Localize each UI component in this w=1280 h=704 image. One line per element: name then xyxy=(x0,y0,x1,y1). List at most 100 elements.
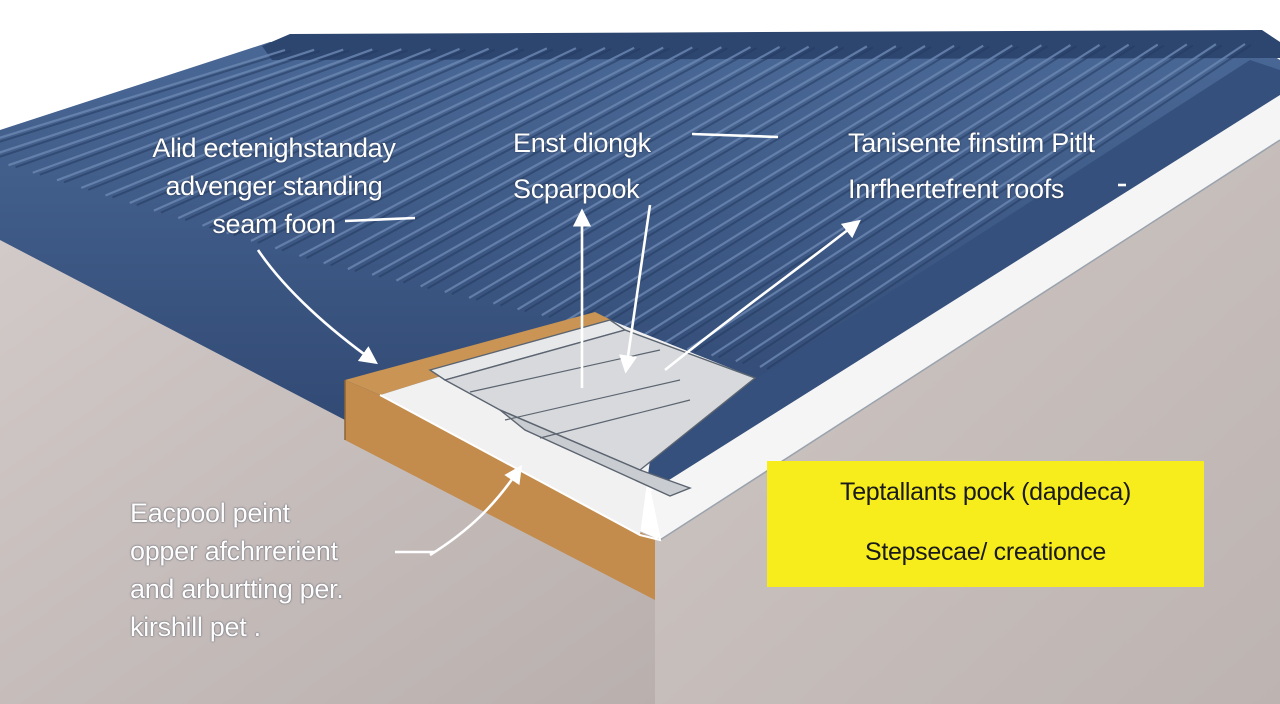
seam-rib xyxy=(250,46,635,242)
seam-rib xyxy=(420,45,839,288)
seam-rib xyxy=(0,48,315,154)
leader-arrows xyxy=(256,204,861,557)
seam-rib-shadow xyxy=(621,45,1077,336)
seam-rib-shadow xyxy=(257,47,641,244)
seam-rib-shadow xyxy=(184,48,554,222)
dash-center xyxy=(691,132,779,139)
flashing-lower xyxy=(499,409,692,497)
callout-line-1: Teptallants pock (dapdeca) xyxy=(840,478,1131,506)
arrow-bottom xyxy=(429,464,523,557)
wood-front xyxy=(345,380,655,600)
wood-top xyxy=(345,312,615,395)
annotation-top-center-line-1: Enst diongk xyxy=(513,128,651,158)
seam-rib xyxy=(226,47,606,235)
annotation-bottom-left-line-1: Eacpool peint xyxy=(130,498,290,528)
right-rake-edge xyxy=(650,95,1280,540)
seam-rib xyxy=(56,48,402,182)
seam-rib-shadow xyxy=(208,48,583,229)
annotation-top-center: Enst diongk Scparpook xyxy=(513,120,651,212)
seam-rib xyxy=(759,43,1246,368)
seam-rib xyxy=(735,43,1217,363)
seam-rib-shadow xyxy=(596,45,1048,330)
annotation-bottom-left-line-2: opper afchrrerient xyxy=(130,536,338,566)
seam-rib-shadow xyxy=(742,44,1223,365)
flashing-plate xyxy=(443,329,757,471)
seam-rib-shadow xyxy=(717,44,1194,359)
seam-rib xyxy=(153,47,519,212)
seam-rib xyxy=(468,45,897,299)
dash-seam xyxy=(344,216,416,223)
seam-rib xyxy=(80,48,431,189)
seam-rib-shadow xyxy=(693,44,1165,353)
seam-rib-shadow xyxy=(572,45,1019,324)
seam-rib-shadow xyxy=(354,47,757,272)
seam-rib-shadow xyxy=(15,49,350,169)
arrow-center-down xyxy=(619,204,652,374)
seam-rib xyxy=(0,48,286,139)
seam-rib xyxy=(274,46,664,250)
annotation-bottom-left: Eacpool peint opper afchrrerient and arb… xyxy=(130,494,344,646)
left-wall xyxy=(0,235,660,704)
seam-rib-shadow xyxy=(451,46,874,296)
annotation-top-left: Alid ectenighstanday advenger standing s… xyxy=(134,129,414,243)
seam-rib xyxy=(638,43,1101,340)
annotation-bottom-left-line-3: and arburtting per. xyxy=(130,574,344,604)
annotation-top-left-line-3: seam foon xyxy=(212,209,336,239)
seam-rib xyxy=(613,44,1072,334)
arrow-seam xyxy=(256,249,378,365)
right-rake-flashing xyxy=(630,60,1280,492)
standing-seam-shadows xyxy=(0,44,1252,370)
seam-rib xyxy=(129,47,490,205)
seam-rib-shadow xyxy=(669,44,1136,347)
seam-rib xyxy=(444,45,868,294)
callout-box: Teptallants pock (dapdeca) Stepsecae/ cr… xyxy=(767,461,1204,587)
seam-rib-shadow xyxy=(548,45,990,319)
seam-rib-shadow xyxy=(378,47,787,278)
seam-rib-shadow xyxy=(766,44,1252,370)
annotation-top-center-line-2: Scparpook xyxy=(513,174,640,204)
seam-rib xyxy=(589,44,1042,328)
annotation-top-left-line-2: advenger standing xyxy=(165,171,383,201)
standing-seam-ribs xyxy=(0,43,1246,368)
seam-rib-shadow xyxy=(0,50,292,143)
seam-rib xyxy=(347,46,751,271)
seam-rib-shadow xyxy=(305,47,699,259)
seam-rib xyxy=(492,45,926,305)
seam-rib xyxy=(201,47,577,227)
seam-rib xyxy=(517,44,955,311)
seam-rib-shadow xyxy=(330,47,728,267)
seam-rib xyxy=(710,43,1188,357)
seam-rib-shadow xyxy=(524,45,961,313)
annotation-top-right-line-2: Inrfhertefrent roofs xyxy=(848,174,1065,204)
seam-rib-shadow xyxy=(39,49,379,176)
seam-rib xyxy=(371,45,781,276)
seam-rib xyxy=(323,46,722,265)
seam-rib-shadow xyxy=(402,46,816,284)
seam-rib xyxy=(541,44,984,317)
seam-rib xyxy=(8,48,344,167)
seam-rib xyxy=(177,47,548,220)
seam-rib xyxy=(395,45,810,282)
seam-rib-shadow xyxy=(160,48,525,214)
seam-rib-shadow xyxy=(233,48,612,237)
annotation-bottom-left-line-4: kirshill pet . xyxy=(130,612,261,642)
seam-rib-shadow xyxy=(63,49,408,184)
seam-rib-shadow xyxy=(0,49,321,158)
seam-rib-shadow xyxy=(112,48,466,199)
seam-rib-shadow xyxy=(281,47,670,252)
seam-rib xyxy=(686,43,1159,351)
seam-rib-shadow xyxy=(499,46,932,307)
seam-rib xyxy=(662,43,1130,345)
seam-rib-shadow xyxy=(475,46,903,301)
seam-rib-shadow xyxy=(645,45,1107,342)
seam-rib-shadow xyxy=(87,49,437,191)
seam-rib-shadow xyxy=(427,46,845,290)
annotation-top-right-line-1: Tanisente finstim Pitlt xyxy=(848,128,1095,158)
annotation-top-right: Tanisente finstim Pitlt Inrfhertefrent r… xyxy=(848,120,1095,212)
annotation-top-left-line-1: Alid ectenighstanday xyxy=(152,133,396,163)
callout-line-2: Stepsecae/ creationce xyxy=(864,538,1107,566)
seam-rib xyxy=(105,47,460,197)
seam-rib xyxy=(32,48,373,174)
arrow-right xyxy=(664,219,861,372)
